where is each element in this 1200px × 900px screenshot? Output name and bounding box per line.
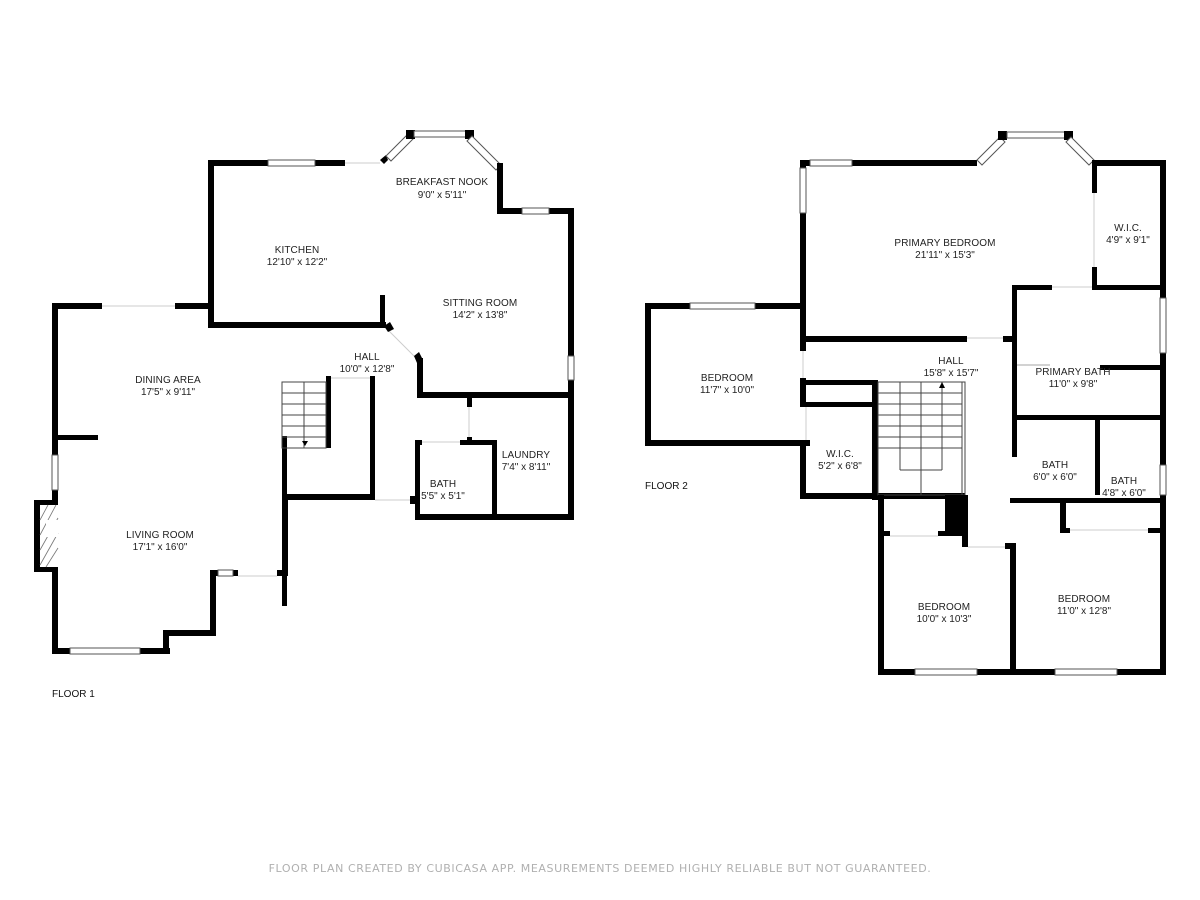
room-dim-dining-area: 17'5" x 9'11" xyxy=(141,387,196,398)
room-dim-wic-primary: 4'9" x 9'1" xyxy=(1106,235,1150,246)
room-dim-hall-2: 15'8" x 15'7" xyxy=(924,368,979,379)
room-dim-primary-bath: 11'0" x 9'8" xyxy=(1049,379,1098,390)
room-name-primary-bath: PRIMARY BATH xyxy=(1035,367,1110,378)
room-dim-bedroom-west: 11'7" x 10'0" xyxy=(700,385,755,396)
room-dim-living-room: 17'1" x 16'0" xyxy=(133,542,188,553)
disclaimer-footer: FLOOR PLAN CREATED BY CUBICASA APP. MEAS… xyxy=(268,862,932,875)
room-dim-bath-2a: 6'0" x 6'0" xyxy=(1033,472,1077,483)
room-dim-primary-bedroom: 21'11" x 15'3" xyxy=(915,250,975,261)
room-name-bath-2a: BATH xyxy=(1042,460,1068,471)
room-dim-wic-hall: 5'2" x 6'8" xyxy=(818,461,862,472)
room-dim-bath-2b: 4'8" x 6'0" xyxy=(1102,488,1146,499)
room-name-sitting-room: SITTING ROOM xyxy=(443,298,518,309)
room-name-hall: HALL xyxy=(354,352,380,363)
room-dim-bath: 5'5" x 5'1" xyxy=(421,491,465,502)
room-name-wic-primary: W.I.C. xyxy=(1114,223,1142,234)
room-dim-breakfast-nook: 9'0" x 5'11" xyxy=(418,190,467,201)
floor-1-label: FLOOR 1 xyxy=(52,689,95,700)
floor-1-plan xyxy=(34,130,575,655)
room-name-bedroom-south-east: BEDROOM xyxy=(1058,594,1110,605)
room-name-bedroom-west: BEDROOM xyxy=(701,373,753,384)
room-name-primary-bedroom: PRIMARY BEDROOM xyxy=(894,238,995,249)
room-name-breakfast-nook: BREAKFAST NOOK xyxy=(396,177,489,188)
room-name-kitchen: KITCHEN xyxy=(275,245,320,256)
room-dim-laundry: 7'4" x 8'11" xyxy=(502,462,551,473)
room-name-bath-2b: BATH xyxy=(1111,476,1137,487)
stairs-floor-2 xyxy=(877,381,966,496)
room-dim-hall: 10'0" x 12'8" xyxy=(340,364,395,375)
fireplace-hatch xyxy=(39,504,59,568)
room-name-dining-area: DINING AREA xyxy=(135,375,201,386)
floor-2-label: FLOOR 2 xyxy=(645,481,688,492)
floor-1-labels: BREAKFAST NOOK 9'0" x 5'11" KITCHEN 12'1… xyxy=(52,177,551,700)
room-dim-kitchen: 12'10" x 12'2" xyxy=(267,257,328,268)
room-name-laundry: LAUNDRY xyxy=(502,450,551,461)
floor-2-plan xyxy=(645,131,1167,676)
stairs-floor-1 xyxy=(281,381,327,449)
room-dim-sitting-room: 14'2" x 13'8" xyxy=(453,310,508,321)
room-name-living-room: LIVING ROOM xyxy=(126,530,194,541)
room-dim-bedroom-south-west: 10'0" x 10'3" xyxy=(917,614,972,625)
room-name-hall-2: HALL xyxy=(938,356,964,367)
room-dim-bedroom-south-east: 11'0" x 12'8" xyxy=(1057,606,1112,617)
room-name-bedroom-south-west: BEDROOM xyxy=(918,602,970,613)
floor-2-labels: PRIMARY BEDROOM 21'11" x 15'3" W.I.C. 4'… xyxy=(645,223,1150,625)
room-name-wic-hall: W.I.C. xyxy=(826,449,854,460)
room-name-bath: BATH xyxy=(430,479,456,490)
